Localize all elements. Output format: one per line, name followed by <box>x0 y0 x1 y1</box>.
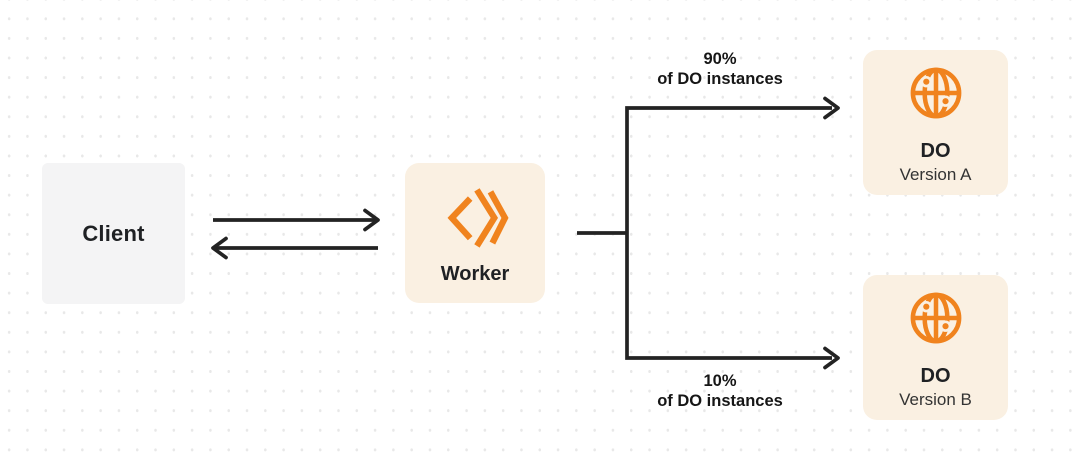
do-a-subtitle: Version A <box>899 165 972 184</box>
node-client: Client <box>42 163 185 304</box>
arrowhead-left-icon <box>211 236 228 260</box>
node-do-version-b: DO Version B <box>863 275 1008 420</box>
edge-label-90-percent: 90% <box>703 50 737 68</box>
do-b-title: DO <box>920 365 951 387</box>
node-do-version-a: DO Version A <box>863 50 1008 195</box>
do-b-subtitle: Version B <box>899 390 972 409</box>
client-label: Client <box>82 220 145 246</box>
edge-label-90: 90% of DO instances <box>657 49 783 89</box>
globe-icon <box>910 292 961 344</box>
edge-label-10-percent: 10% <box>703 372 737 390</box>
edge-label-10: 10% of DO instances <box>657 371 783 411</box>
workers-chevrons-icon <box>447 188 509 248</box>
node-worker: Worker <box>405 163 545 303</box>
edge-label-90-caption: of DO instances <box>657 70 783 88</box>
do-a-title: DO <box>920 140 951 162</box>
arrowhead-do-b-icon <box>823 346 840 370</box>
worker-label: Worker <box>440 263 510 285</box>
arrowhead-right-icon <box>363 208 380 232</box>
edge-label-10-caption: of DO instances <box>657 392 783 410</box>
edge-split-trunk <box>625 106 832 360</box>
arrowhead-do-a-icon <box>823 96 840 120</box>
globe-icon <box>910 67 961 119</box>
